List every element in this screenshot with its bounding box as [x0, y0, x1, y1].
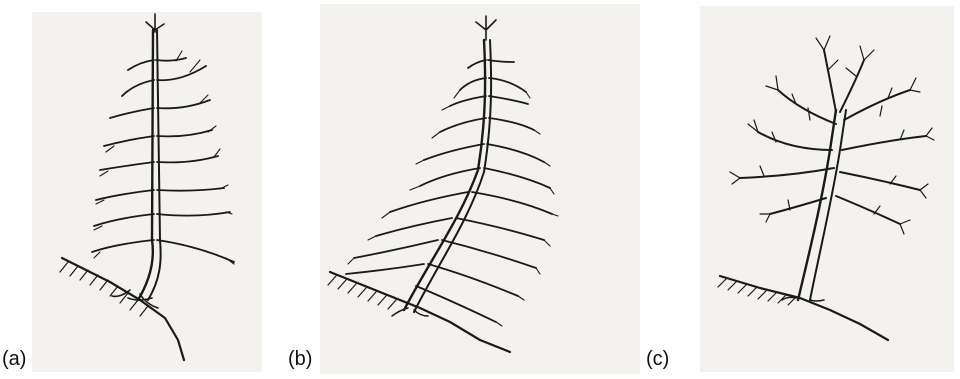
- panel-label-c: (c): [646, 349, 669, 369]
- panel-a: (a): [0, 0, 300, 379]
- branches-b: [346, 60, 552, 322]
- ground-hatching-b: [328, 276, 396, 309]
- panel-c: (c): [660, 0, 960, 379]
- ground-hatching-a: [60, 262, 148, 316]
- trunk-a-right: [148, 30, 161, 300]
- ground-slope-a: [62, 258, 184, 360]
- leader-a: [146, 14, 164, 32]
- panel-label-a: (a): [2, 349, 26, 369]
- twigs-b: [348, 90, 558, 326]
- panel-b: (b): [300, 0, 660, 379]
- tree-illustration-c: [660, 0, 960, 379]
- leader-b: [476, 16, 496, 40]
- trunk-c-right: [810, 110, 846, 300]
- panel-label-b: (b): [288, 349, 312, 369]
- branches-a: [92, 58, 234, 262]
- tree-illustration-a: [0, 0, 300, 379]
- trunk-a-left: [138, 30, 153, 300]
- tree-illustration-b: [300, 0, 660, 379]
- ground-slope-b: [330, 272, 510, 352]
- ground-hatching-c: [718, 279, 796, 305]
